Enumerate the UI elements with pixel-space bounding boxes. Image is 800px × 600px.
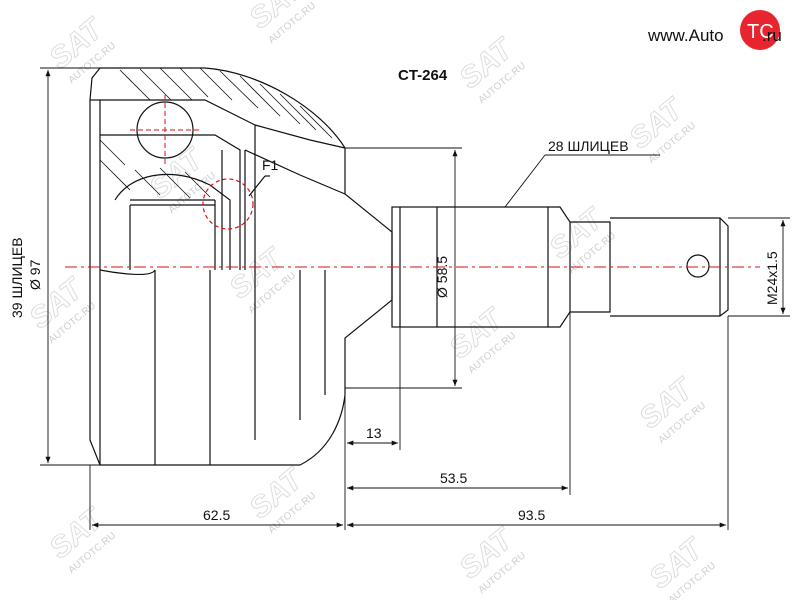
watermark-mark: SAT [143, 141, 211, 205]
watermark-mark: SAT [453, 521, 521, 585]
watermark-mark: SAT [43, 501, 111, 565]
ball-bearing [136, 101, 194, 159]
shaft-splines-label: 28 ШЛИЦЕВ [548, 138, 629, 154]
watermark-mark: SAT [443, 301, 511, 365]
watermark-mark: SAT [633, 371, 701, 435]
brand-suffix: .ru [762, 26, 782, 45]
brand-logo-text: TC [747, 21, 774, 43]
dim-53-5-label: 53.5 [440, 470, 467, 486]
outer-diameter-label: Ø 97 [27, 259, 43, 290]
f1-detail-circle [202, 178, 254, 230]
watermark-mark: SAT [453, 31, 521, 95]
cotter-pin-hole [686, 254, 710, 278]
watermark-mark: SAT [43, 11, 111, 75]
f1-label: F1 [262, 157, 279, 173]
brand-logo: www.Auto TC .ru [647, 10, 782, 50]
watermark-mark: SAT [543, 201, 611, 265]
logo-circle-icon [740, 10, 780, 50]
watermark-mark: SAT [243, 461, 311, 525]
shaft-body [437, 206, 571, 328]
part-number-title: CT-264 [398, 67, 448, 84]
joint-outline [89, 67, 729, 466]
watermark-mark: SAT [623, 91, 691, 155]
watermark-mark: SAT [223, 241, 291, 305]
brand-prefix: www.Auto [647, 26, 724, 45]
dim-93-5-label: 93.5 [518, 507, 545, 523]
threaded-end [610, 217, 729, 317]
dim-62-5-label: 62.5 [203, 507, 230, 523]
shaft-diameter-label: Ø 58.5 [434, 256, 450, 298]
watermark-mark: SAT [643, 531, 711, 595]
dim-13-label: 13 [366, 425, 382, 441]
dimension-lines [40, 67, 790, 530]
thread-label: M24x1.5 [764, 251, 780, 305]
inner-splines-label: 39 ШЛИЦЕВ [9, 237, 25, 318]
